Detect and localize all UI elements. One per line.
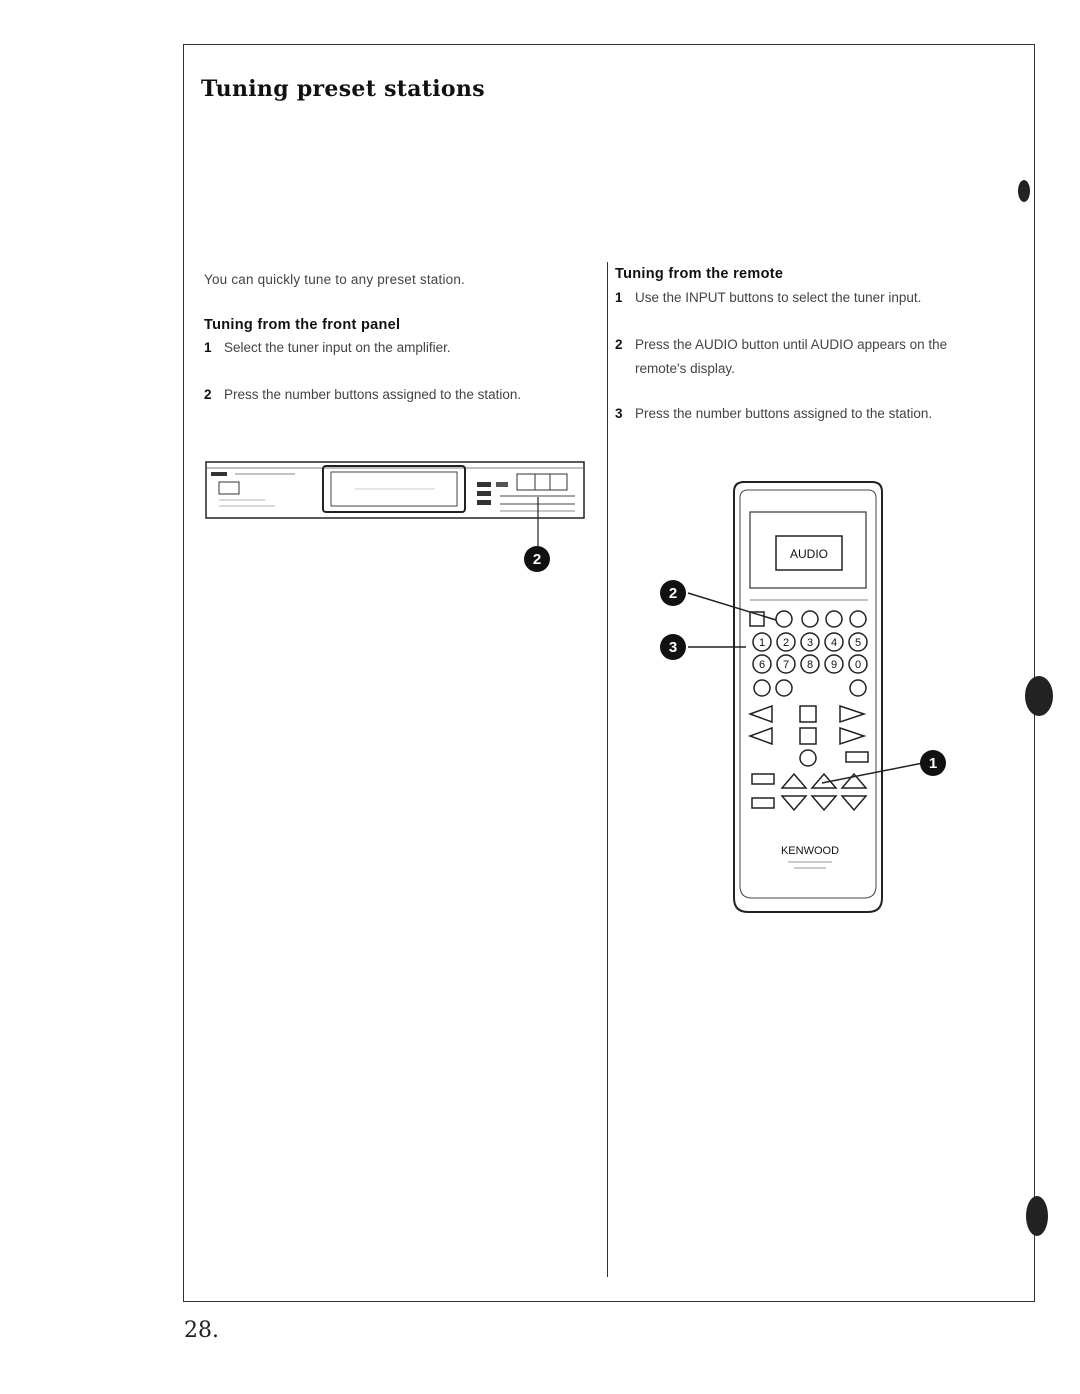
front-panel-heading: Tuning from the front panel	[204, 317, 401, 333]
callout-leader-lines	[687, 592, 929, 784]
column-divider	[607, 262, 608, 1277]
number-key-1	[752, 632, 772, 652]
callout-2-remote: 2	[660, 580, 686, 606]
step-text: Press the number buttons assigned to the…	[635, 406, 933, 421]
front-panel-step-2: 2 Press the number buttons assigned to t…	[204, 383, 521, 407]
number-key-9	[824, 654, 844, 674]
remote-display-text: AUDIO	[790, 547, 828, 561]
number-key-7	[776, 654, 796, 674]
number-key-label: 5	[855, 637, 861, 649]
remote-heading: Tuning from the remote	[615, 266, 784, 282]
number-key-label: 3	[807, 637, 813, 649]
remote-control-illustration: AUDIO 1 2 3 4 5 6 7 8 9 0 KENWOOD	[733, 481, 883, 913]
number-key-label: 9	[831, 659, 837, 671]
scan-mark	[1025, 676, 1053, 716]
page-number: 28.	[184, 1318, 219, 1343]
step-number: 2	[204, 387, 212, 402]
step-number: 1	[204, 340, 212, 355]
step-text: Use the INPUT buttons to select the tune…	[635, 290, 922, 305]
intro-text: You can quickly tune to any preset stati…	[204, 272, 466, 287]
number-key-label: 2	[783, 637, 789, 649]
number-key-4	[824, 632, 844, 652]
number-key-label: 4	[831, 637, 837, 649]
number-key-8	[800, 654, 820, 674]
number-key-0	[848, 654, 868, 674]
step-text: Press the number buttons assigned to the…	[224, 387, 522, 402]
number-key-label: 1	[759, 637, 765, 649]
amplifier-front-panel-illustration	[205, 461, 585, 546]
step-number: 1	[615, 290, 623, 305]
number-key-label: 0	[855, 659, 861, 671]
callout-2-front-panel: 2	[524, 546, 550, 572]
step-number: 2	[615, 337, 623, 352]
number-key-3	[800, 632, 820, 652]
remote-step-1: 1 Use the INPUT buttons to select the tu…	[615, 286, 921, 310]
step-number: 3	[615, 406, 623, 421]
front-panel-step-1: 1 Select the tuner input on the amplifie…	[204, 336, 451, 360]
remote-brand-text: KENWOOD	[781, 845, 839, 857]
number-key-2	[776, 632, 796, 652]
number-key-label: 8	[807, 659, 813, 671]
scan-mark	[1026, 1196, 1048, 1236]
step-text: Press the AUDIO button until AUDIO appea…	[635, 337, 948, 376]
step-text: Select the tuner input on the amplifier.	[224, 340, 451, 355]
remote-step-3: 3 Press the number buttons assigned to t…	[615, 402, 932, 426]
callout-3-remote: 3	[660, 634, 686, 660]
page-frame	[183, 44, 1035, 1302]
scan-mark	[1018, 180, 1030, 202]
callout-1-remote: 1	[920, 750, 946, 776]
page-title: Tuning preset stations	[201, 76, 485, 102]
number-key-6	[752, 654, 772, 674]
number-key-label: 7	[783, 659, 789, 671]
remote-step-2: 2 Press the AUDIO button until AUDIO app…	[615, 333, 985, 381]
number-key-5	[848, 632, 868, 652]
number-key-label: 6	[759, 659, 765, 671]
